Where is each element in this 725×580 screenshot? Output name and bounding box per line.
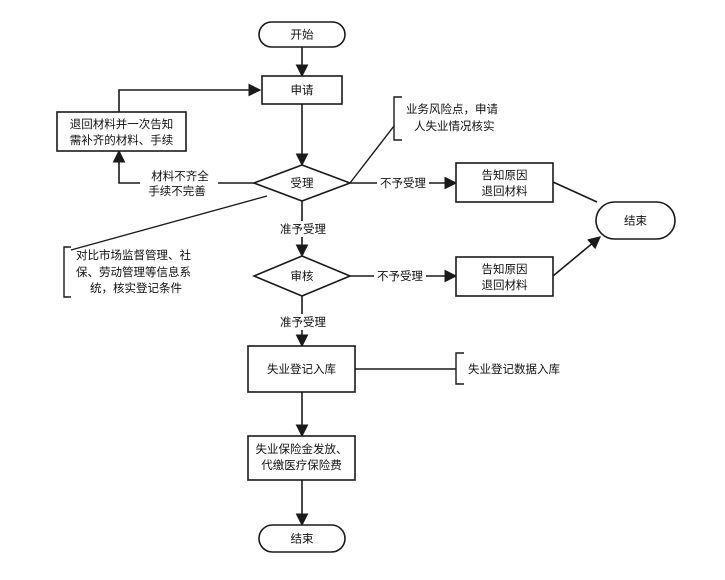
database-note: 失业登记数据入库 (468, 362, 560, 376)
edge-return-to-apply (118, 83, 262, 112)
return-materials-line-2: 需补齐的材料、手续 (70, 133, 174, 147)
register-label: 失业登记入库 (267, 362, 336, 376)
annotation-connectors (63, 96, 464, 385)
crosscheck-note-line-2: 保、劳动管理等信息系 (76, 265, 191, 279)
notify-2-line-1: 告知原因 (482, 262, 528, 276)
reject-2-label-bg (374, 268, 426, 284)
accept-label: 受理 (291, 176, 314, 190)
review-label: 审核 (291, 269, 314, 283)
crosscheck-bracket (63, 246, 71, 298)
approve-1-label: 准予受理 (280, 222, 326, 236)
notify-1-line-2: 退回材料 (482, 184, 528, 198)
end-right-label: 结束 (624, 214, 647, 228)
database-bracket (455, 352, 464, 385)
reject-1-label-bg (377, 175, 429, 191)
incomplete-label-bg (140, 170, 218, 200)
payout-line-1: 失业保险金发放、 (256, 442, 348, 456)
accept-decision: 受理 (251, 164, 353, 202)
risk-bracket (393, 96, 402, 141)
reject-2-label: 不予受理 (377, 269, 423, 283)
apply-label: 申请 (291, 83, 314, 97)
approve-2-label: 准予受理 (280, 315, 326, 329)
approve-2-label-bg (276, 314, 330, 330)
edge-notify1-to-end (552, 181, 598, 203)
end-bottom-node: 结束 (258, 524, 346, 553)
start-node: 开始 (258, 21, 346, 48)
risk-note-line-1: 业务风险点，申请 (406, 102, 498, 116)
apply-node: 申请 (261, 75, 343, 105)
risk-connector (349, 125, 395, 184)
register-node: 失业登记入库 (247, 345, 356, 393)
annotations: 业务风险点，申请 人失业情况核实 对比市场监督管理、社 保、劳动管理等信息系 统… (76, 102, 560, 376)
notify-1-node: 告知原因 退回材料 (455, 162, 554, 203)
edge-labels: 材料不齐全 手续不完善 不予受理 准予受理 不予受理 准予受理 (140, 169, 429, 330)
return-materials-node: 退回材料并一次告知 需补齐的材料、手续 (56, 111, 187, 152)
notify-2-line-2: 退回材料 (482, 278, 528, 292)
crosscheck-note-line-1: 对比市场监督管理、社 (76, 248, 191, 262)
approve-1-label-bg (276, 221, 330, 237)
incomplete-label-line-2: 手续不完善 (148, 184, 206, 198)
edge-notify2-to-end (552, 236, 601, 277)
crosscheck-note-line-3: 统，核实登记条件 (90, 281, 182, 295)
notify-1-line-1: 告知原因 (482, 168, 528, 182)
end-bottom-label: 结束 (291, 532, 314, 546)
incomplete-label-line-1: 材料不齐全 (151, 169, 209, 183)
crosscheck-connector (70, 195, 268, 251)
reject-1-label: 不予受理 (380, 176, 426, 190)
payout-line-2: 代缴医疗保险费 (261, 458, 342, 472)
start-label: 开始 (291, 28, 314, 42)
end-right-node: 结束 (595, 201, 676, 240)
return-materials-line-1: 退回材料并一次告知 (70, 117, 174, 131)
payout-node: 失业保险金发放、 代缴医疗保险费 (247, 435, 356, 481)
risk-note-line-2: 人失业情况核实 (414, 119, 495, 133)
notify-2-node: 告知原因 退回材料 (455, 256, 554, 297)
review-decision: 审核 (251, 255, 353, 297)
